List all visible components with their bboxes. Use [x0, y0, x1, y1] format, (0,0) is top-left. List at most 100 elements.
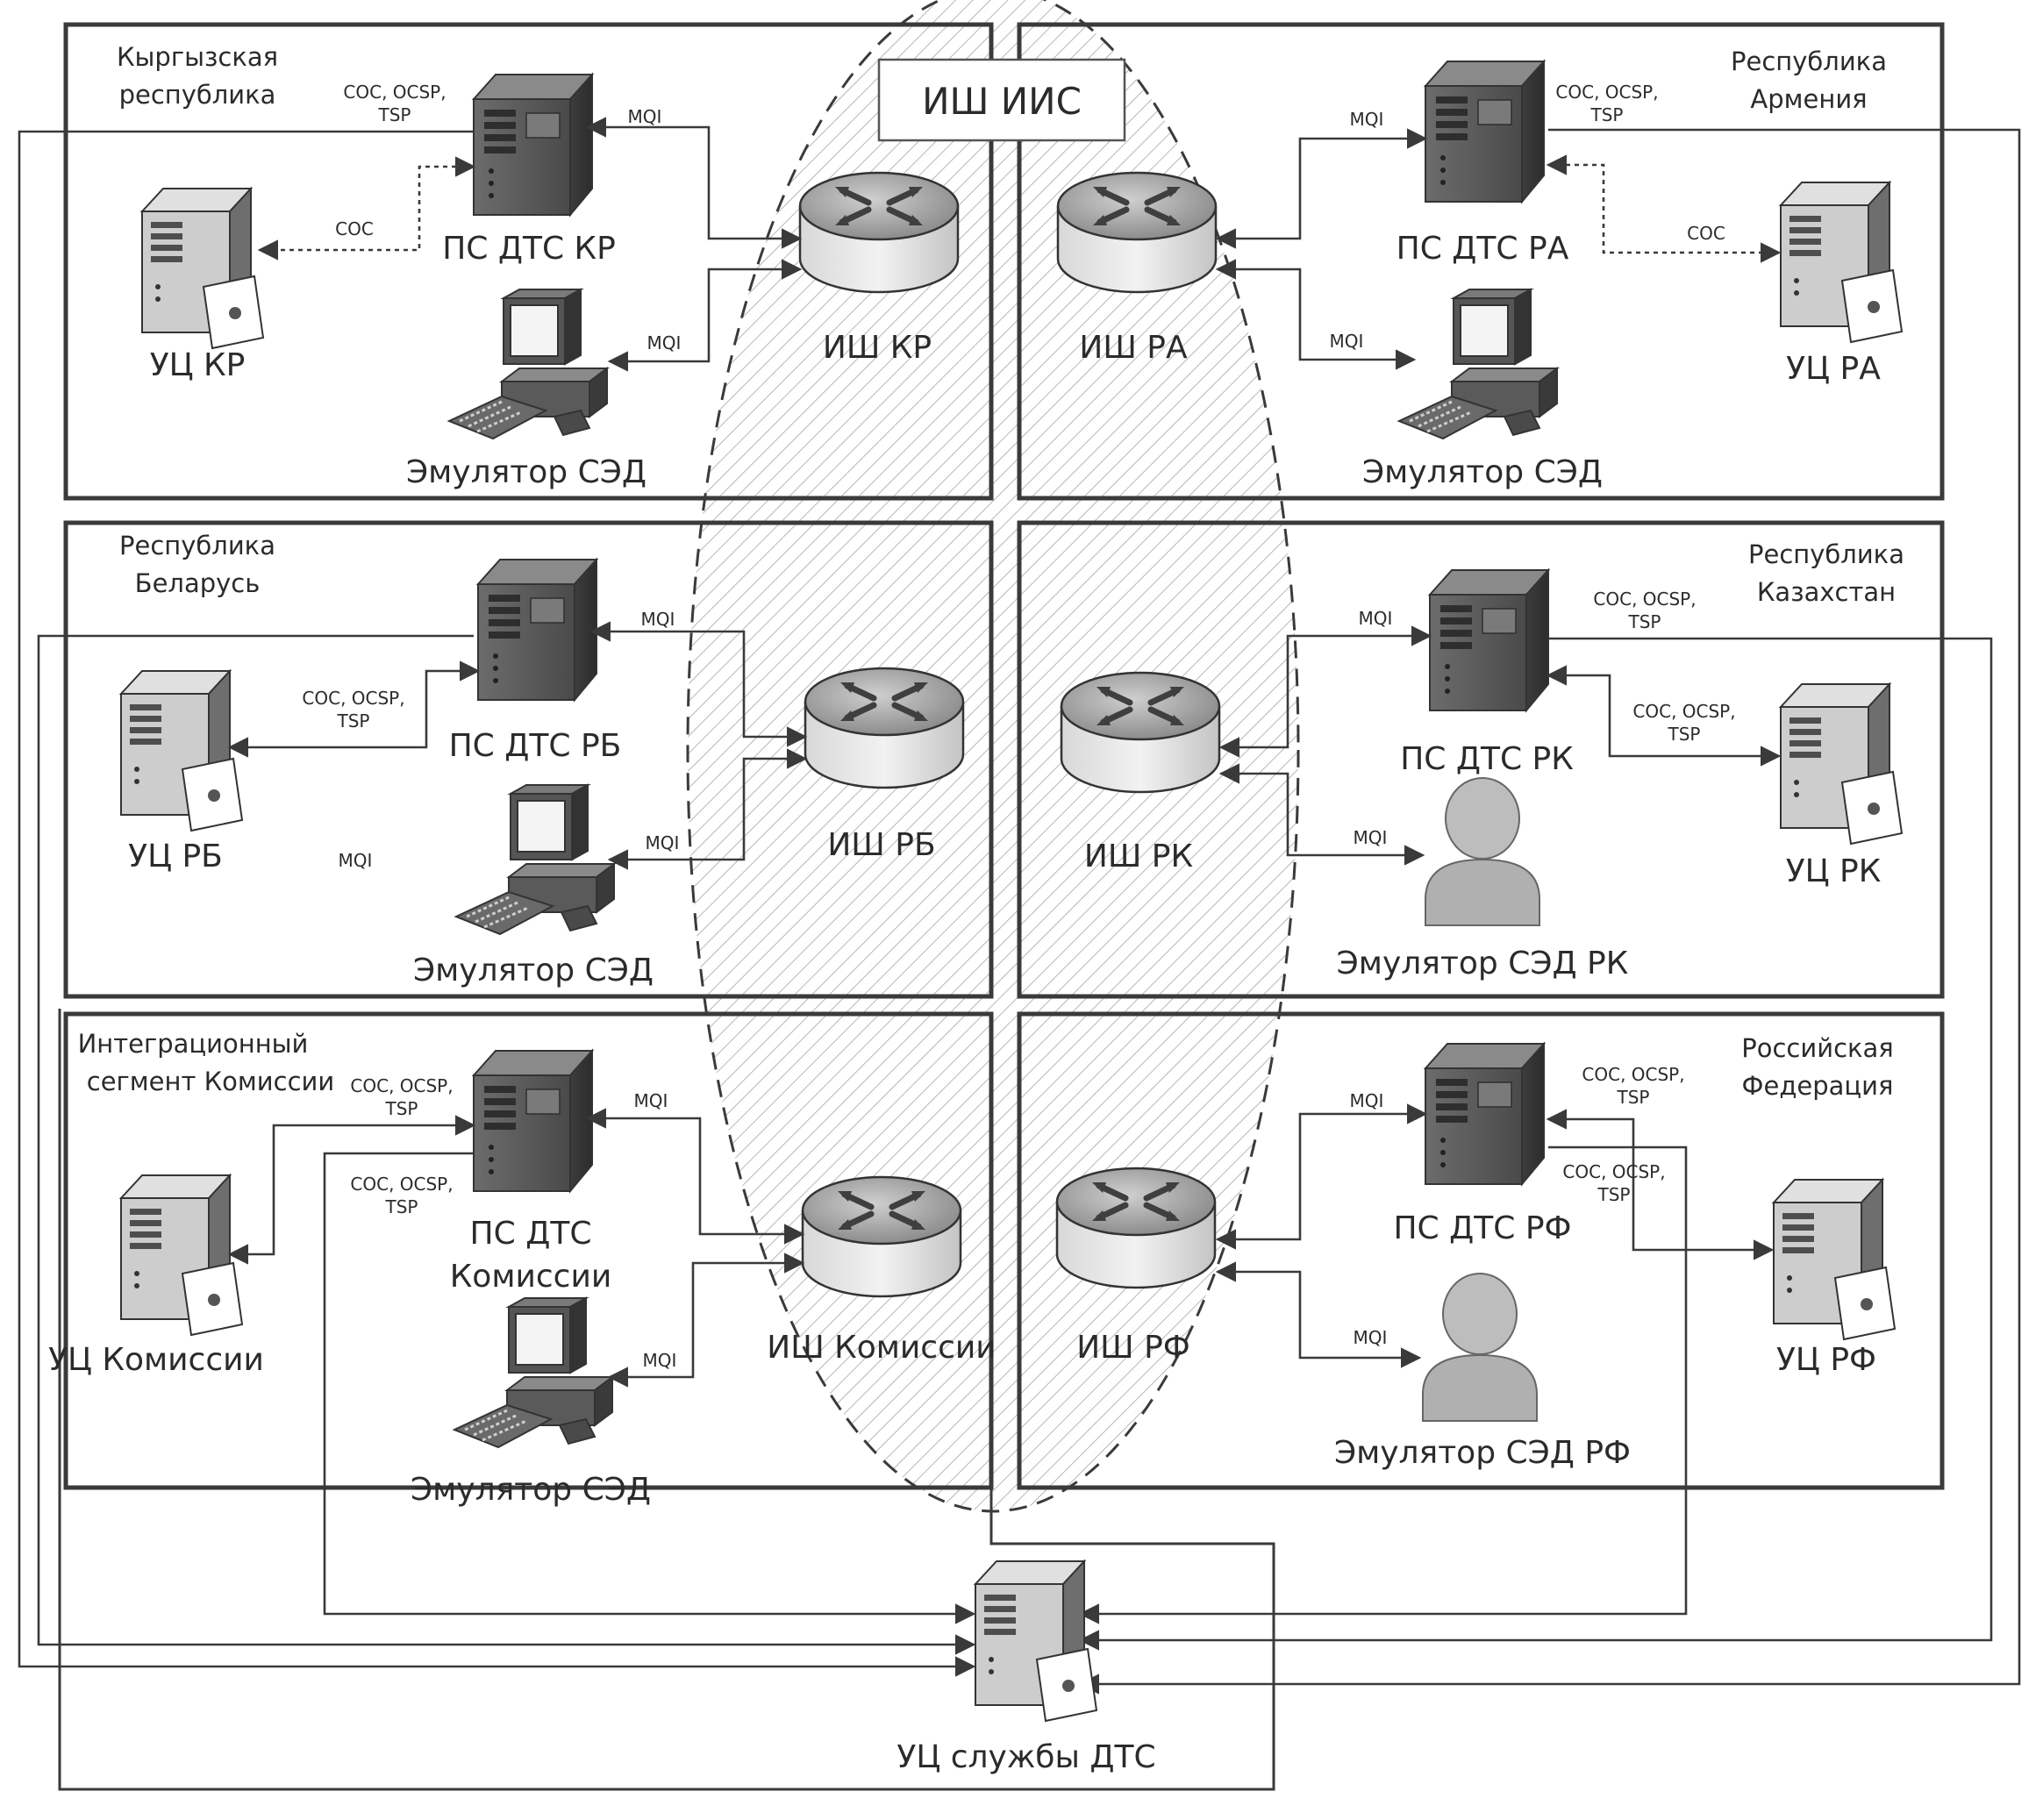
ca-icon-rb: [120, 670, 243, 831]
segment-frame-rf: [1017, 1011, 1945, 1490]
workstation-icon-kr: [447, 288, 609, 440]
server-label-ra: ПС ДТС РА: [1397, 231, 1569, 267]
region-label-kr-2: республика: [119, 80, 276, 110]
protocol-label-rk-root-1: COC, OCSP,: [1593, 589, 1696, 610]
ca-icon-kr: [141, 188, 264, 349]
protocol-label-kr-mq1: MQI: [628, 106, 662, 127]
protocol-label-rb-mq2: MQI: [646, 832, 680, 853]
protocol-label-rb-ca-1: COC, OCSP,: [302, 688, 404, 709]
router-label-rf: ИШ РФ: [1076, 1330, 1190, 1366]
emulator-label-kom: Эмулятор СЭД: [411, 1472, 651, 1508]
link-kom-server-router: [585, 1108, 805, 1245]
link-rb-server-ca: [227, 660, 481, 758]
link-kom-emulator-router: [607, 1253, 805, 1388]
ca-label-rb: УЦ РБ: [128, 839, 223, 874]
ca-label-ra: УЦ РА: [1786, 351, 1881, 387]
protocol-label-kom-mq1: MQI: [634, 1090, 668, 1111]
emulator-label-rf: Эмулятор СЭД РФ: [1334, 1435, 1631, 1471]
region-label-rk-2: Казахстан: [1757, 577, 1896, 607]
link-rk-emulator-router: [1218, 763, 1425, 866]
protocol-label-kr-ca: COC: [335, 218, 374, 239]
link-ra-server-ca: [1546, 154, 1782, 263]
server-label-kom: ПС ДТС: [470, 1216, 592, 1252]
segment-kr: Кыргызская республика ПС ДТС КР COC, OCS…: [117, 42, 958, 490]
link-rk-server-ca: [1546, 665, 1782, 767]
region-label-rk: Республика: [1748, 539, 1904, 569]
region-label-ra-2: Армения: [1750, 84, 1867, 114]
server-label-rf: ПС ДТС РФ: [1393, 1210, 1571, 1246]
emulator-label-ra: Эмулятор СЭД: [1362, 454, 1603, 490]
server-label-rb: ПС ДТС РБ: [449, 728, 622, 764]
router-label-rk: ИШ РК: [1084, 839, 1193, 874]
person-icon-rk: [1425, 777, 1540, 926]
ca-icon-rk: [1780, 683, 1903, 845]
link-kr-emulator-router: [607, 259, 803, 372]
link-kr-server-ca: [257, 156, 476, 261]
server-icon-kr: [473, 74, 593, 216]
workstation-icon-rb: [454, 783, 616, 936]
region-label-ra: Республика: [1731, 46, 1887, 76]
protocol-label-kom-mq2: MQI: [643, 1350, 677, 1371]
region-label-rf-2: Федерация: [1742, 1071, 1894, 1101]
server-icon-kom: [473, 1050, 593, 1192]
protocol-label-ra-root-2: TSP: [1590, 104, 1624, 125]
link-rb-emulator-router: [607, 748, 808, 870]
segment-rf: Российская Федерация ПС ДТС РФ COC, OCSP…: [1057, 1033, 1896, 1471]
segment-rk: Республика Казахстан ПС ДТС РК COC, OCSP…: [1061, 539, 1904, 981]
link-kr-root: [18, 130, 976, 1677]
router-label-kr: ИШ КР: [823, 330, 932, 366]
router-label-ra: ИШ РА: [1079, 330, 1188, 366]
link-ra-root: [1078, 128, 2021, 1695]
protocol-label-rk-mq1: MQI: [1359, 608, 1393, 629]
ca-icon-kom: [120, 1174, 243, 1336]
link-rf-emulator-router: [1215, 1261, 1422, 1368]
protocol-label-rf-root-2: TSP: [1617, 1087, 1650, 1108]
protocol-label-ra-mq2: MQI: [1330, 331, 1364, 352]
protocol-label-rf-mq2: MQI: [1354, 1327, 1388, 1348]
workstation-icon-ra: [1397, 288, 1559, 440]
region-label-rb-2: Беларусь: [135, 568, 261, 598]
emulator-label-rk: Эмулятор СЭД РК: [1337, 946, 1629, 981]
segment-frame-rb: [63, 520, 994, 999]
protocol-label-kr-root-1: COC, OCSP,: [343, 82, 446, 103]
link-kom-server-ca: [227, 1115, 476, 1265]
router-icon-rb: [805, 668, 963, 788]
link-rf-server-ca: [1546, 1109, 1775, 1260]
root-ca-label: УЦ службы ДТС: [896, 1739, 1155, 1775]
router-icon-rk: [1061, 673, 1219, 792]
protocol-label-kom-ca-1: COC, OCSP,: [350, 1075, 453, 1096]
protocol-label-rk-ca-2: TSP: [1668, 724, 1701, 745]
server-label-kr: ПС ДТС КР: [442, 231, 616, 267]
segment-frame-kom: [63, 1011, 994, 1490]
router-label-kom: ИШ Комиссии: [767, 1330, 996, 1366]
link-rb-server-router: [589, 621, 808, 747]
router-icon-kom: [803, 1177, 961, 1296]
ca-label-kr: УЦ КР: [150, 347, 246, 383]
link-rf-server-router: [1215, 1103, 1428, 1250]
protocol-label-rf-mq1: MQI: [1350, 1090, 1384, 1111]
segment-frame-kr: [63, 22, 994, 501]
ca-label-rk: УЦ РК: [1786, 853, 1882, 889]
server-icon-rk: [1429, 569, 1549, 711]
ca-icon-ra: [1780, 182, 1903, 343]
router-icon-kr: [800, 173, 958, 292]
link-ra-emulator-router: [1215, 259, 1417, 370]
server-label-rk: ПС ДТС РК: [1400, 741, 1574, 777]
protocol-label-rb-ca-2: TSP: [337, 710, 370, 732]
ca-icon-rf: [1773, 1179, 1896, 1340]
server-icon-ra: [1425, 61, 1545, 203]
segment-kom: Интеграционный сегмент Комиссии ПС ДТС К…: [48, 1029, 996, 1508]
protocol-label-kr-root-2: TSP: [378, 104, 411, 125]
protocol-label-rb-mq3: MQI: [339, 850, 373, 871]
server-label-kom-2: Комиссии: [450, 1259, 612, 1295]
protocol-label-rb-mq1: MQI: [641, 609, 675, 630]
server-icon-rf: [1425, 1043, 1545, 1185]
region-label-kom-2: сегмент Комиссии: [87, 1067, 334, 1096]
link-rb-root: [37, 634, 976, 1655]
segment-frame-ra: [1017, 22, 1945, 501]
protocol-label-rf-ca-2: TSP: [1597, 1184, 1631, 1205]
ca-label-kom: УЦ Комиссии: [48, 1342, 264, 1378]
emulator-label-kr: Эмулятор СЭД: [406, 454, 646, 490]
segment-frame-rk: [1017, 520, 1945, 999]
